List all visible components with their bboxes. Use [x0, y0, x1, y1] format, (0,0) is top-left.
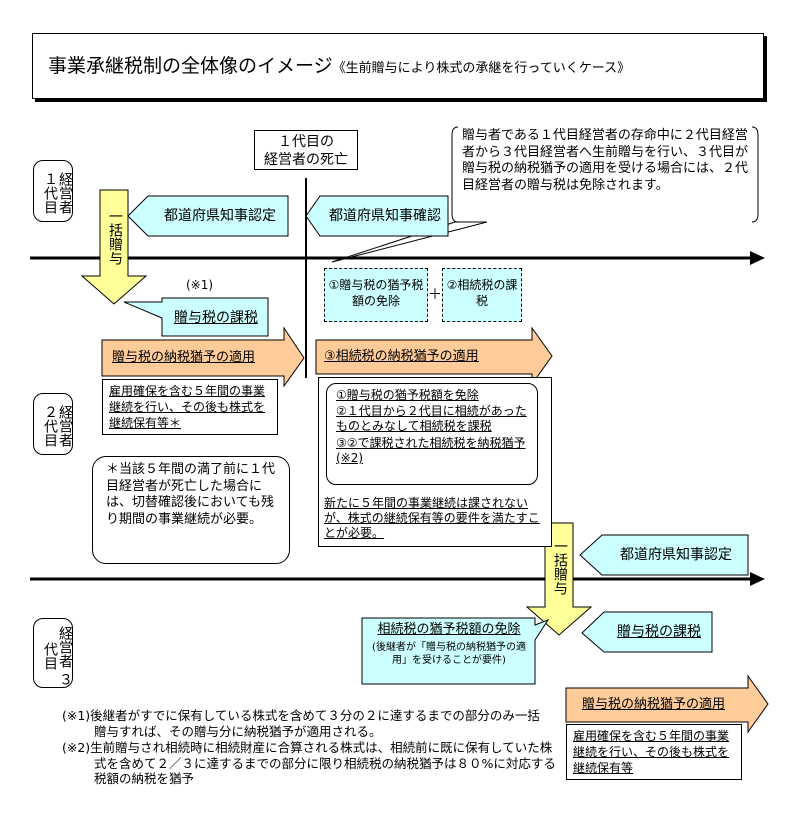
- gift-deferral-1-label: 贈与税の納税猶予の適用: [112, 350, 256, 365]
- footnote-2: (※2)生前贈与され相続時に相続財産に合算される株式は、相続前に既に保有していた…: [62, 740, 556, 786]
- inheritance-exemption-shape: [361, 617, 550, 685]
- gift-deferral-2-note: 雇用確保を含む５年間の事業継続を行い、その後も株式を継続保有等: [566, 724, 742, 780]
- step-1: ①贈与税の猶予税額を免除: [336, 388, 479, 402]
- lump-gift-1-label: 一括贈与: [107, 209, 123, 265]
- inheritance-exemption-note: (後継者が「贈与税の納税猶予の適用」を受けることが要件): [372, 642, 526, 666]
- inheritance-tax-box: ②相続税の課税: [442, 268, 522, 322]
- prefecture-cert-1-shape: [127, 195, 289, 237]
- title-sub: 《生前贈与により株式の承継を行っていくケース》: [332, 61, 631, 76]
- gift-tax-1: 贈与税の課税: [174, 310, 258, 326]
- generation-3-label: 経営者 ３代目: [33, 618, 73, 688]
- steps-box: [326, 383, 538, 485]
- gift-tax-2: 贈与税の課税: [617, 624, 701, 640]
- note-top-bracket-right: [751, 126, 759, 223]
- page-title: 事業承継税制の全体像のイメージ《生前贈与により株式の承継を行っていくケース》: [48, 55, 630, 80]
- timeline-1-arrowhead: [750, 251, 765, 265]
- prefecture-cert-2: 都道府県知事認定: [620, 547, 732, 563]
- step-3: ③②で課税された相続税を納税猶予(※2): [336, 436, 526, 465]
- timeline-2-arrowhead: [750, 572, 765, 586]
- asterisk-note: ＊当該５年間の満了前に１代目経営者が死亡した場合には、切替確認後においても残り期…: [106, 462, 276, 527]
- gift-deferral-2-label: 贈与税の納税猶予の適用: [582, 697, 726, 712]
- inheritance-exemption: 相続税の猶予税額の免除: [377, 622, 521, 637]
- gift-tax-1-shape: [123, 297, 269, 337]
- asterisk-note-box: [92, 456, 290, 564]
- generation-2-label: 経営者 ２代目: [33, 393, 73, 455]
- gift-tax-exemption-box: ①贈与税の猶予税額の免除: [324, 268, 428, 322]
- title-box: [32, 33, 764, 99]
- lump-gift-arrow-1: [80, 189, 148, 305]
- note-mark-1: (※1): [186, 278, 214, 292]
- note-top-bracket-left: [451, 126, 459, 223]
- prefecture-confirm: 都道府県知事確認: [329, 208, 441, 224]
- lump-gift-2-label: 一括贈与: [552, 539, 568, 595]
- prefecture-cert-1: 都道府県知事認定: [164, 208, 276, 224]
- step-2: ②１代目から２代目に相続があったものとみなして相続税を課税: [336, 404, 527, 433]
- title-main: 事業承継税制の全体像のイメージ: [48, 55, 333, 77]
- prefecture-confirm-shape: [305, 195, 449, 237]
- gift-deferral-1-arrow: [101, 326, 305, 388]
- footnote-1: (※1)後継者がすでに保有している株式を含めて３分の２に達するまでの部分のみ一括…: [62, 708, 540, 739]
- plus-sign: ＋: [428, 287, 442, 303]
- death-label: １代目の 経営者の死亡: [254, 130, 358, 170]
- gift-deferral-1-note: 雇用確保を含む５年間の事業継続を行い、その後も株式を継続保有等＊: [102, 379, 278, 435]
- inheritance-deferral-arrow: [315, 326, 553, 386]
- continuation-note: 新たに５年間の事業継続は課されないが、株式の継続保有等の要件を満たすことが必要。: [324, 496, 540, 540]
- inheritance-deferral-label: ③相続税の納税猶予の適用: [324, 349, 479, 364]
- generation-1-label: 経営者 １代目: [33, 160, 73, 222]
- note-top: 贈与者である１代目経営者の存命中に２代目経営者から３代目経営者へ生前贈与を行い、…: [462, 128, 749, 193]
- gift-deferral-2-arrow: [565, 674, 769, 734]
- lump-gift-arrow-2: [525, 522, 593, 636]
- prefecture-cert-2-shape: [579, 534, 749, 576]
- gift-tax-2-shape: [581, 611, 713, 653]
